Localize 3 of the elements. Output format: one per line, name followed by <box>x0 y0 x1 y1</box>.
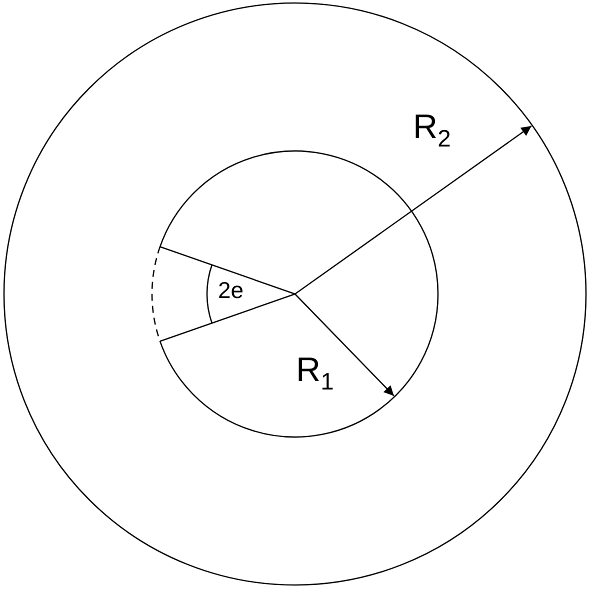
angle-label: 2e <box>218 279 244 302</box>
dimension-label: R$_{2}$ <box>413 110 451 152</box>
dimension-label: R$_{1}$ <box>296 353 334 394</box>
